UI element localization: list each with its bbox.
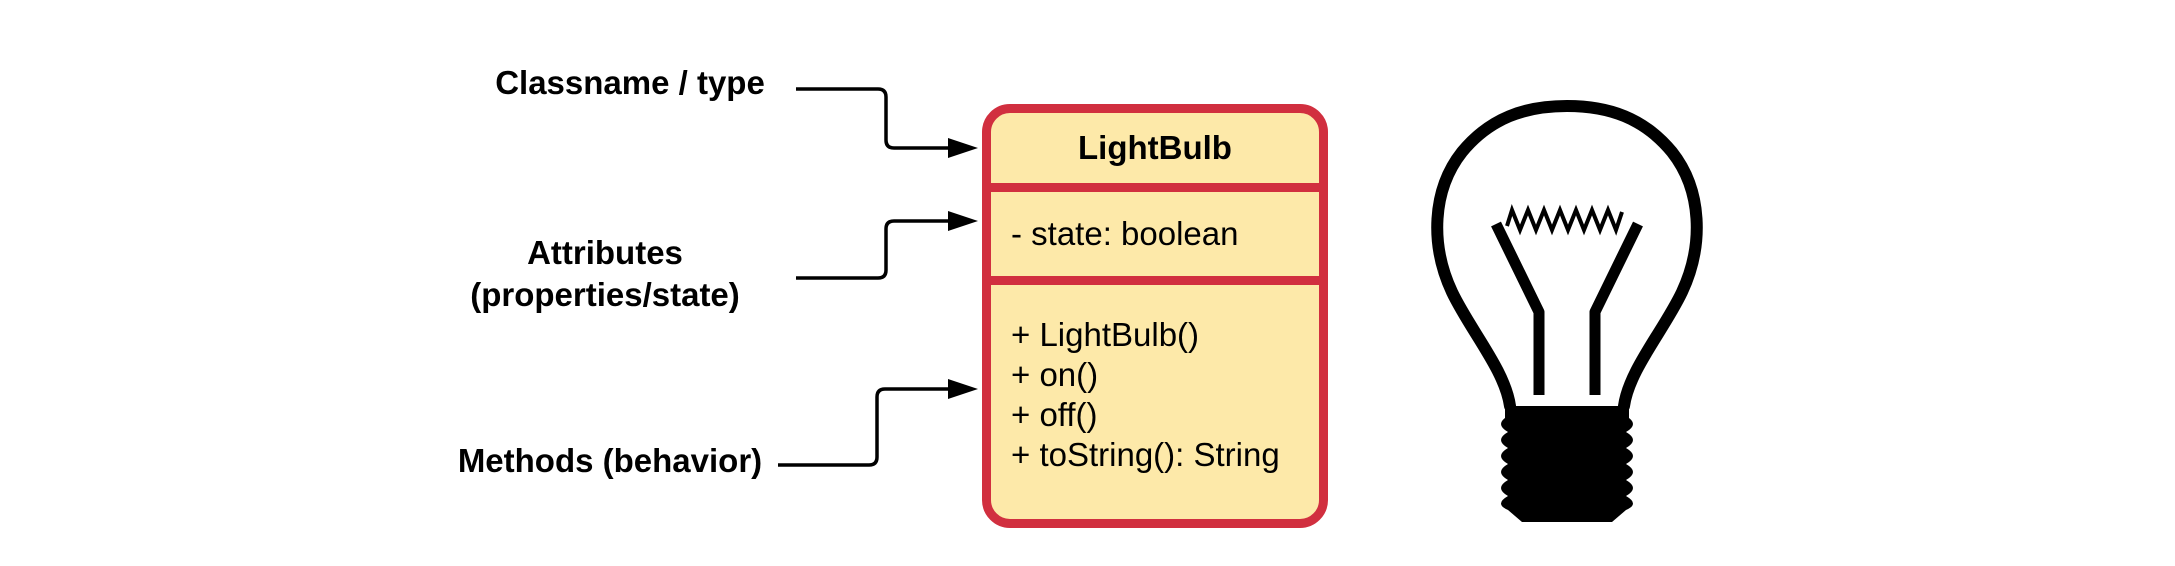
classname-label: Classname / type <box>495 64 765 101</box>
uml-method: + off() <box>1011 396 1098 433</box>
arrow-attributes <box>796 211 978 280</box>
uml-divider-name-attributes <box>991 183 1319 192</box>
uml-class-box: LightBulb - state: boolean + LightBulb()… <box>982 104 1328 528</box>
uml-method: + on() <box>1011 356 1099 393</box>
uml-class-name: LightBulb <box>1078 129 1232 166</box>
methods-label: Methods (behavior) <box>457 442 763 479</box>
uml-method: + LightBulb() <box>1011 316 1200 353</box>
uml-attribute: - state: boolean <box>1011 215 1239 252</box>
uml-methods-section: + LightBulb() + on() + off() + toString(… <box>991 285 1319 519</box>
uml-attributes-section: - state: boolean <box>991 192 1319 276</box>
uml-method: + toString(): String <box>1011 436 1280 473</box>
arrow-methods <box>778 379 978 467</box>
attributes-label-line2: (properties/state) <box>470 276 740 314</box>
attributes-label: Attributes (properties/state) <box>460 232 750 316</box>
uml-divider-attributes-methods <box>991 276 1319 285</box>
arrow-classname <box>796 87 978 158</box>
attributes-label-line1: Attributes <box>527 234 683 271</box>
